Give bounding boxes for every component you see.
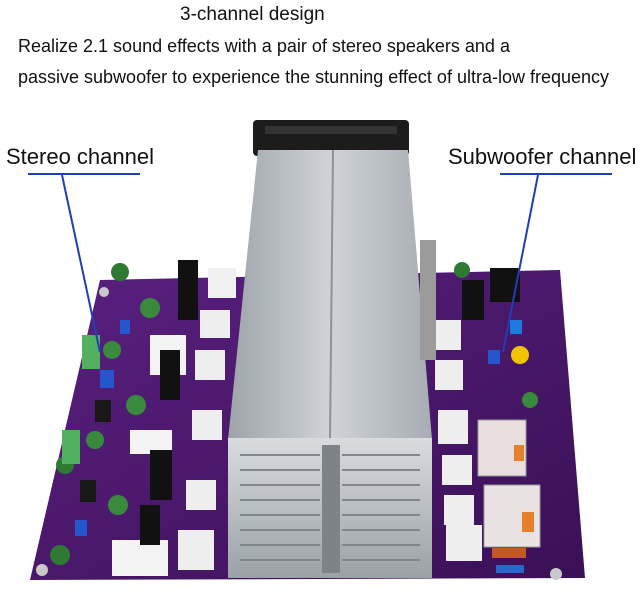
description-line-1: Realize 2.1 sound effects with a pair of… [18, 36, 510, 56]
stereo-channel-label: Stereo channel [6, 144, 154, 169]
callout-subwoofer [500, 173, 612, 353]
left-components [36, 260, 236, 576]
page-title: 3-channel design [180, 4, 325, 25]
heatsink-top [228, 150, 432, 440]
heatsink-center-channel [322, 445, 340, 573]
heatsink-seam [329, 149, 334, 441]
callout-stereo [28, 173, 140, 353]
subwoofer-channel-label: Subwoofer channel [448, 144, 637, 169]
fan-grille [265, 126, 397, 134]
heatsink-fins [240, 454, 420, 561]
right-components [420, 240, 562, 580]
description-line-2: passive subwoofer to experience the stun… [18, 67, 610, 87]
